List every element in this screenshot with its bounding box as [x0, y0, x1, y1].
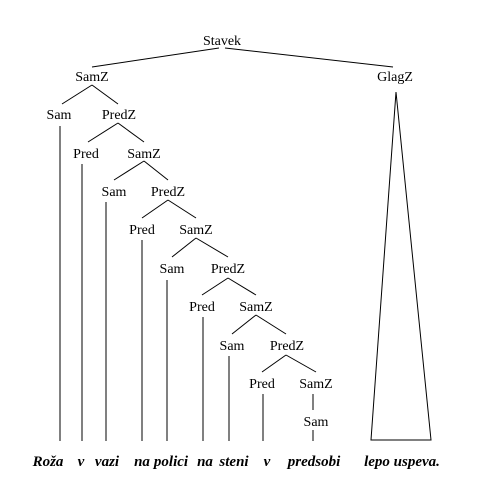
node-samz-3: SamZ — [179, 223, 212, 238]
leaf-lines — [59, 126, 314, 441]
word-vazi: vazi — [95, 454, 120, 470]
branch-samz2-sam2 — [113, 160, 145, 181]
branch-stavek-samz — [91, 47, 220, 68]
node-predz-2: PredZ — [151, 185, 185, 200]
word-v-2: v — [264, 454, 271, 470]
node-sam-4: Sam — [220, 339, 245, 354]
branch-samz4-predz4 — [255, 314, 287, 335]
node-sam-5: Sam — [304, 415, 329, 430]
node-samz-2: SamZ — [127, 147, 160, 162]
word-steni: steni — [218, 454, 249, 470]
glagz-triangle — [370, 91, 432, 441]
branch-predz1-samz2 — [117, 122, 145, 143]
branch-predz1-pred1 — [87, 122, 119, 143]
branch-stavek-glagz — [224, 47, 394, 68]
word-lepo-uspeva: lepo uspeva. — [364, 454, 440, 470]
node-samz-4: SamZ — [239, 300, 272, 315]
branch-predz3-pred3 — [201, 277, 229, 296]
node-samz-5: SamZ — [299, 377, 332, 392]
branch-predz3-samz4 — [227, 277, 257, 296]
word-na-2: na — [197, 454, 213, 470]
node-sam-1: Sam — [47, 108, 72, 123]
node-glagz: GlagZ — [377, 70, 413, 85]
node-pred-2: Pred — [129, 223, 155, 238]
node-predz-3: PredZ — [211, 262, 245, 277]
tree-branches — [61, 47, 394, 373]
sentence-words: Roža v vazi na polici na steni v predsob… — [32, 454, 440, 470]
node-sam-3: Sam — [160, 262, 185, 277]
branch-samz4-sam4 — [231, 314, 257, 335]
node-pred-4: Pred — [249, 377, 275, 392]
word-predsobi: predsobi — [286, 454, 341, 470]
node-sam-2: Sam — [102, 185, 127, 200]
branch-predz2-samz3 — [167, 199, 197, 219]
branch-predz2-pred2 — [141, 199, 169, 219]
node-pred-1: Pred — [73, 147, 99, 162]
node-labels: Stavek SamZ GlagZ Sam PredZ Pred SamZ Sa… — [47, 34, 413, 430]
node-stavek: Stavek — [203, 34, 241, 49]
node-samz-1: SamZ — [75, 70, 108, 85]
word-na-1: na — [134, 454, 150, 470]
branch-samz1-sam1 — [61, 84, 93, 105]
word-polici: polici — [152, 454, 189, 470]
branch-samz3-sam3 — [171, 237, 197, 258]
node-predz-4: PredZ — [270, 339, 304, 354]
branch-samz1-predz1 — [91, 84, 119, 105]
branch-predz4-samz5 — [285, 354, 317, 373]
node-pred-3: Pred — [189, 300, 215, 315]
branch-predz4-pred4 — [261, 354, 287, 373]
word-roza: Roža — [32, 454, 64, 470]
node-predz-1: PredZ — [102, 108, 136, 123]
word-v-1: v — [78, 454, 85, 470]
branch-samz2-predz2 — [143, 160, 169, 181]
branch-samz3-predz3 — [195, 237, 229, 258]
